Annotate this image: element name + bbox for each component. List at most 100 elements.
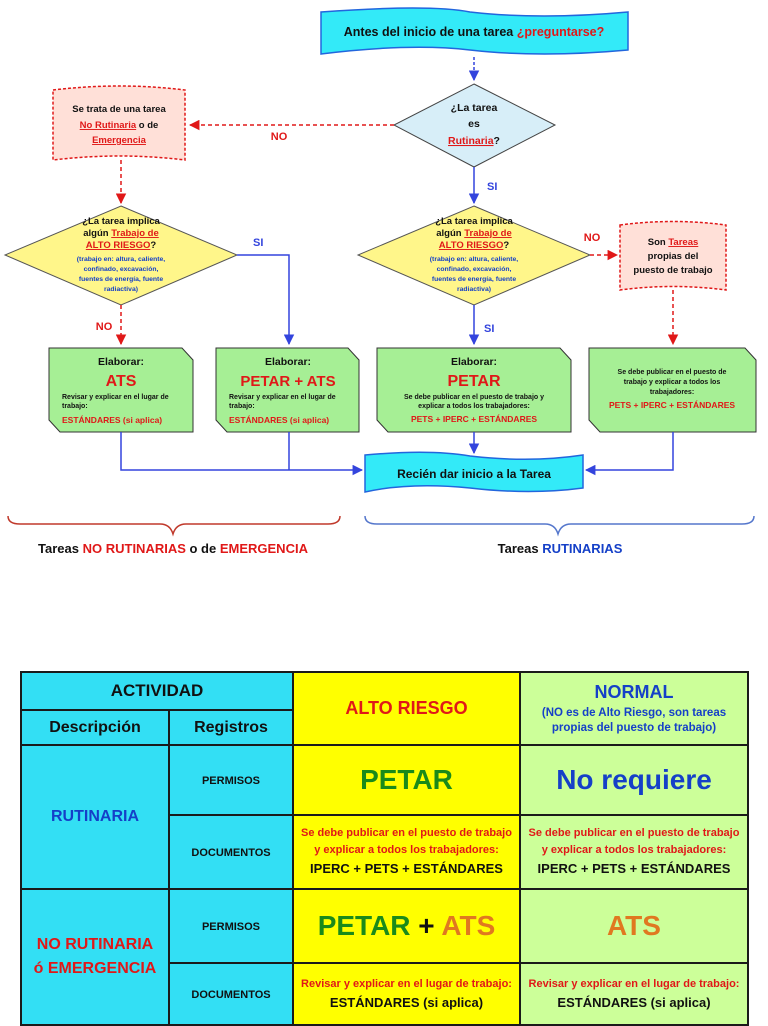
riesgo-left-note2: confinado, excavación, bbox=[84, 266, 159, 273]
riesgo-left-alto: ALTO RIESGO bbox=[86, 240, 151, 251]
plus-part: + bbox=[410, 910, 442, 941]
doc-alto-note: Se debe publicar en el puesto de trabajo… bbox=[301, 827, 512, 856]
row-rutinaria-desc: RUTINARIA bbox=[20, 744, 170, 890]
decision-rutinaria-line1: ¿La tarea bbox=[451, 102, 498, 114]
arrow-left-si bbox=[237, 254, 295, 346]
riesgo-right-note2: confinado, excavación, bbox=[437, 266, 512, 273]
row-rutinaria-doc-normal: Se debe publicar en el puesto de trabajo… bbox=[519, 814, 749, 890]
label-no-3: NO bbox=[584, 232, 601, 244]
svg-text:Antes del inicio de una tarea: Antes del inicio de una tarea ¿preguntar… bbox=[344, 25, 604, 39]
decision-rutinaria-line2: es bbox=[468, 118, 480, 130]
row-rutinaria-label: RUTINARIA bbox=[51, 808, 139, 825]
riesgo-right-trabajo: Trabajo de bbox=[464, 228, 512, 239]
riesgo-right-note4: radiactiva) bbox=[457, 286, 491, 293]
decision-riesgo-right: ¿La tarea implica algún Trabajo de ALTO … bbox=[356, 205, 592, 306]
box-petar-sub1: Se debe publicar en el puesto de trabajo… bbox=[404, 394, 544, 401]
header-descripcion-label: Descripción bbox=[49, 718, 141, 736]
header-registros: Registros bbox=[168, 709, 294, 746]
arrow-ats-to-end bbox=[120, 432, 364, 476]
riesgo-right-qmark: ? bbox=[503, 240, 509, 251]
tareas-propias-son: Son bbox=[648, 237, 669, 248]
doc2-normal-note: Revisar y explicar en el lugar de trabaj… bbox=[528, 977, 740, 990]
svg-text:algún Trabajo de: algún Trabajo de bbox=[83, 228, 159, 239]
label-no-1: NO bbox=[271, 131, 288, 143]
brace-left bbox=[7, 515, 341, 537]
row-no-rutinaria-permisos-normal: ATS bbox=[519, 888, 749, 964]
no-rutinaria-line1: Se trata de una tarea bbox=[72, 104, 166, 115]
svg-text:ALTO RIESGO?: ALTO RIESGO? bbox=[86, 240, 157, 251]
box-petar-ats-sub1: Revisar y explicar en el lugar de bbox=[229, 394, 336, 401]
row-rutinaria-permisos-normal: No requiere bbox=[519, 744, 749, 816]
header-normal-note: (NO es de Alto Riesgo, son tareas propia… bbox=[541, 706, 727, 734]
box-petar: Elaborar: PETAR Se debe publicar en el p… bbox=[376, 347, 572, 433]
box-ats-title: Elaborar: bbox=[98, 356, 144, 368]
no-rutinaria-keyword: No Rutinaria bbox=[80, 120, 137, 131]
label-si-3: SI bbox=[484, 323, 494, 335]
box-normal-sub3: trabajadores: bbox=[650, 389, 694, 396]
header-normal-label: NORMAL bbox=[594, 681, 674, 702]
row-rutinaria-doc-alto: Se debe publicar en el puesto de trabajo… bbox=[292, 814, 521, 890]
decision-riesgo-left: ¿La tarea implica algún Trabajo de ALTO … bbox=[3, 205, 239, 306]
tareas-propias-line3: puesto de trabajo bbox=[633, 265, 712, 276]
no-rutinaria-o-de: o de bbox=[136, 120, 158, 131]
header-alto-riesgo: ALTO RIESGO bbox=[292, 671, 521, 746]
box-ats-std: ESTÁNDARES (si aplica) bbox=[62, 415, 162, 425]
arrow-normal-to-end bbox=[584, 432, 674, 476]
riesgo-left-line1: ¿La tarea implica bbox=[82, 216, 160, 227]
row-rutinaria-permisos-alto: PETAR bbox=[292, 744, 521, 816]
row-no-rutinaria-documentos: DOCUMENTOS bbox=[168, 962, 294, 1026]
header-normal: NORMAL (NO es de Alto Riesgo, son tareas… bbox=[519, 671, 749, 746]
riesgo-left-algun: algún bbox=[83, 228, 111, 239]
riesgo-left-trabajo: Trabajo de bbox=[111, 228, 159, 239]
no-rutinaria-box: Se trata de una tarea No Rutinaria o de … bbox=[52, 85, 186, 161]
box-normal: Se debe publicar en el puesto de trabajo… bbox=[588, 347, 757, 433]
row-no-rutinaria-permisos-label: PERMISOS bbox=[201, 921, 261, 933]
riesgo-right-line1: ¿La tarea implica bbox=[435, 216, 513, 227]
riesgo-right-alto: ALTO RIESGO bbox=[439, 240, 504, 251]
no-requiere-value: No requiere bbox=[556, 764, 712, 795]
flowchart: Antes del inicio de una tarea ¿preguntar… bbox=[3, 7, 757, 556]
ats-part: ATS bbox=[441, 910, 496, 941]
start-highlight: ¿preguntarse? bbox=[517, 25, 605, 39]
header-actividad-label: ACTIVIDAD bbox=[110, 681, 204, 700]
decision-rutinaria-qmark: ? bbox=[494, 135, 500, 147]
box-petar-ats-std: ESTÁNDARES (si aplica) bbox=[229, 415, 329, 425]
box-normal-sub2: trabajo y explicar a todos los bbox=[624, 379, 721, 386]
group-right-blue: RUTINARIAS bbox=[542, 541, 622, 556]
group-left-prefix: Tareas bbox=[38, 541, 83, 556]
header-descripcion: Descripción bbox=[20, 709, 170, 746]
row-rutinaria-documentos: DOCUMENTOS bbox=[168, 814, 294, 890]
doc-normal-value: IPERC + PETS + ESTÁNDARES bbox=[537, 861, 731, 876]
row-no-rutinaria-permisos: PERMISOS bbox=[168, 888, 294, 964]
brace-right bbox=[364, 515, 755, 537]
header-registros-label: Registros bbox=[194, 718, 268, 736]
box-petar-big: PETAR bbox=[447, 373, 500, 390]
group-left-red2: EMERGENCIA bbox=[220, 541, 309, 556]
start-banner: Antes del inicio de una tarea ¿preguntar… bbox=[320, 7, 629, 55]
ats-value: ATS bbox=[607, 910, 661, 941]
box-petar-sub2: explicar a todos los trabajadores: bbox=[418, 403, 530, 410]
petar-part: PETAR bbox=[317, 910, 411, 941]
tareas-propias-box: Son Tareas propias del puesto de trabajo bbox=[619, 220, 727, 291]
row-rutinaria-permisos-label: PERMISOS bbox=[201, 775, 261, 787]
box-petar-ats-big: PETAR + ATS bbox=[240, 373, 335, 390]
riesgo-left-note1: (trabajo en: altura, caliente, bbox=[77, 256, 165, 263]
group-left-red1: NO RUTINARIAS bbox=[83, 541, 187, 556]
svg-text:No Rutinaria o de: No Rutinaria o de bbox=[80, 120, 159, 131]
doc2-alto-value: ESTÁNDARES (si aplica) bbox=[329, 994, 484, 1010]
box-petar-title: Elaborar: bbox=[451, 356, 497, 368]
riesgo-right-algun: algún bbox=[436, 228, 464, 239]
tareas-propias-line2: propias del bbox=[648, 251, 699, 262]
box-petar-std: PETS + IPERC + ESTÁNDARES bbox=[411, 414, 537, 424]
svg-text:Rutinaria?: Rutinaria? bbox=[448, 135, 500, 147]
svg-text:algún Trabajo de: algún Trabajo de bbox=[436, 228, 512, 239]
summary-table: ACTIVIDAD ALTO RIESGO NORMAL (NO es de A… bbox=[20, 671, 749, 1026]
row-no-rutinaria-permisos-alto: PETAR + ATS bbox=[292, 888, 521, 964]
row-rutinaria-documentos-label: DOCUMENTOS bbox=[191, 847, 271, 859]
box-ats-sub2: trabajo: bbox=[62, 403, 88, 410]
decision-rutinaria: ¿La tarea es Rutinaria? bbox=[392, 83, 557, 168]
row-no-rutinaria-line1: NO RUTINARIA bbox=[36, 936, 154, 953]
petar-value: PETAR bbox=[360, 764, 453, 795]
decision-rutinaria-keyword: Rutinaria bbox=[448, 135, 494, 147]
box-normal-std: PETS + IPERC + ESTÁNDARES bbox=[609, 400, 735, 410]
